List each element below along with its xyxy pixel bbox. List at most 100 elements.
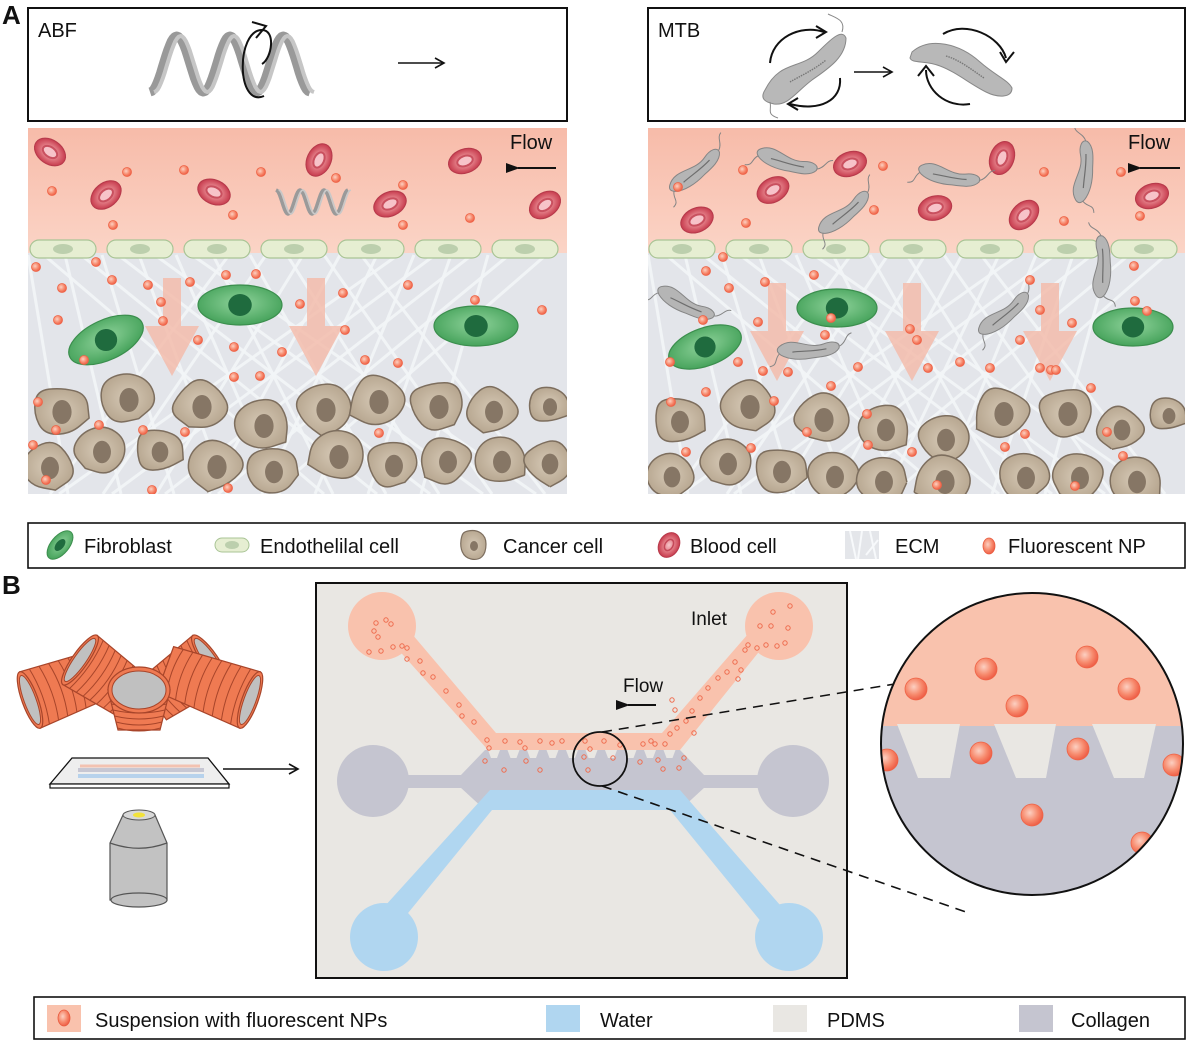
nanoparticle <box>863 440 873 450</box>
nanoparticle <box>802 427 812 437</box>
helix-strand <box>275 188 349 216</box>
mtb-header-box: MTB <box>647 7 1186 122</box>
nanoparticle <box>1075 645 1099 669</box>
pdms-post <box>1092 724 1156 778</box>
nanoparticle-dot <box>676 765 682 771</box>
nanoparticle <box>1039 167 1049 177</box>
cancer-cell <box>171 379 229 428</box>
mtb-bacterium <box>769 332 852 368</box>
blood-cell <box>373 190 407 218</box>
nanoparticle-dot <box>660 766 666 772</box>
fibroblast <box>796 288 878 328</box>
endothelial-cell <box>183 239 251 259</box>
nanoparticle <box>1102 427 1112 437</box>
mtb-bacterium <box>818 174 871 250</box>
nanoparticle <box>223 483 233 493</box>
nanoparticle <box>1086 383 1096 393</box>
magnified-inset <box>880 592 1184 896</box>
nanoparticle-dot <box>674 725 680 731</box>
nanoparticle <box>398 180 408 190</box>
nanoparticle <box>338 288 348 298</box>
nanoparticle <box>403 280 413 290</box>
mtb-bacterium-rotated-icon <box>909 42 1013 97</box>
pdms-post <box>566 750 578 758</box>
nanoparticle <box>57 283 67 293</box>
legend-label: Cancer cell <box>503 536 603 558</box>
nanoparticle-dot <box>383 617 389 623</box>
nanoparticle <box>1162 753 1183 777</box>
cancer-cell <box>655 398 706 443</box>
endothelial-cell <box>725 239 793 259</box>
nanoparticle <box>179 165 189 175</box>
legend-label: ECM <box>895 536 939 558</box>
nanoparticle-dot <box>373 620 379 626</box>
nanoparticle <box>28 440 38 450</box>
diffusion-arrow <box>145 278 199 376</box>
nanoparticle <box>1059 216 1069 226</box>
nanoparticle <box>853 362 863 372</box>
endothelial-cell <box>491 239 559 259</box>
nanoparticle-dot <box>399 643 405 649</box>
nanoparticle <box>820 330 830 340</box>
nanoparticle <box>53 315 63 325</box>
nanoparticle <box>1051 365 1061 375</box>
mtb-title: MTB <box>658 20 700 42</box>
cancer-cell <box>699 438 752 486</box>
nanoparticle <box>758 366 768 376</box>
inset-nanoparticles <box>881 645 1183 855</box>
nanoparticle-dot <box>486 745 492 751</box>
cancer-cell <box>306 429 364 479</box>
fibroblast <box>197 284 283 326</box>
water-swatch <box>546 1005 580 1032</box>
nanoparticle-icon <box>982 537 996 555</box>
legend-label: Fibroblast <box>84 536 172 558</box>
helix-highlight <box>278 189 352 215</box>
ecm-fiber <box>990 254 1075 494</box>
endothelial-layer <box>648 239 1178 259</box>
nanoparticle-dot <box>785 625 791 631</box>
suspension-channel <box>348 592 813 750</box>
nanoparticle <box>878 161 888 171</box>
nanoparticle-dot <box>378 648 384 654</box>
fibroblast <box>68 314 144 366</box>
legend-panel-a: Fibroblast Endothelilal cell Cancer cell… <box>27 522 1186 569</box>
abf-title: ABF <box>38 20 77 42</box>
nanoparticle <box>760 277 770 287</box>
fibroblasts <box>668 288 1174 370</box>
nanoparticle <box>295 299 305 309</box>
nanoparticle-dot <box>735 676 741 682</box>
nanoparticle-dot <box>691 730 697 736</box>
electromagnetic-coil-center <box>107 666 171 732</box>
nanoparticle <box>108 220 118 230</box>
blood-cells <box>680 141 1169 234</box>
blood-cell <box>988 141 1016 175</box>
legend-item-suspension: Suspension with fluorescent NPs <box>47 1005 387 1032</box>
nanoparticle <box>33 397 43 407</box>
nanoparticle <box>1067 318 1077 328</box>
nanoparticle-dot <box>484 737 490 743</box>
nanoparticle <box>331 173 341 183</box>
nanoparticle-dot <box>443 688 449 694</box>
cancer-cell <box>474 436 526 483</box>
nanoparticle <box>673 182 683 192</box>
legend-item-pdms: PDMS <box>773 1005 885 1032</box>
abf-microrobot-icon <box>275 188 352 216</box>
nanoparticle-dot <box>482 758 488 764</box>
nanoparticle-dot <box>559 738 565 744</box>
nanoparticle-dot <box>388 621 394 627</box>
cancer-cell <box>975 387 1031 439</box>
endothelial-cell <box>802 239 870 259</box>
nanoparticle <box>1142 306 1152 316</box>
nanoparticle-dot <box>375 634 381 640</box>
diffusion-arrows <box>145 278 343 376</box>
arrowhead <box>999 51 1015 64</box>
nanoparticle-dot <box>404 645 410 651</box>
panel-a-letter: A <box>2 0 21 30</box>
abf-helix-icon <box>147 31 315 97</box>
cancer-cell <box>999 452 1051 494</box>
blood-cell <box>197 178 231 206</box>
nanoparticle-dot <box>662 741 668 747</box>
nanoparticle <box>91 257 101 267</box>
nanoparticle <box>1000 442 1010 452</box>
chip-flow-label: Flow <box>623 676 663 697</box>
